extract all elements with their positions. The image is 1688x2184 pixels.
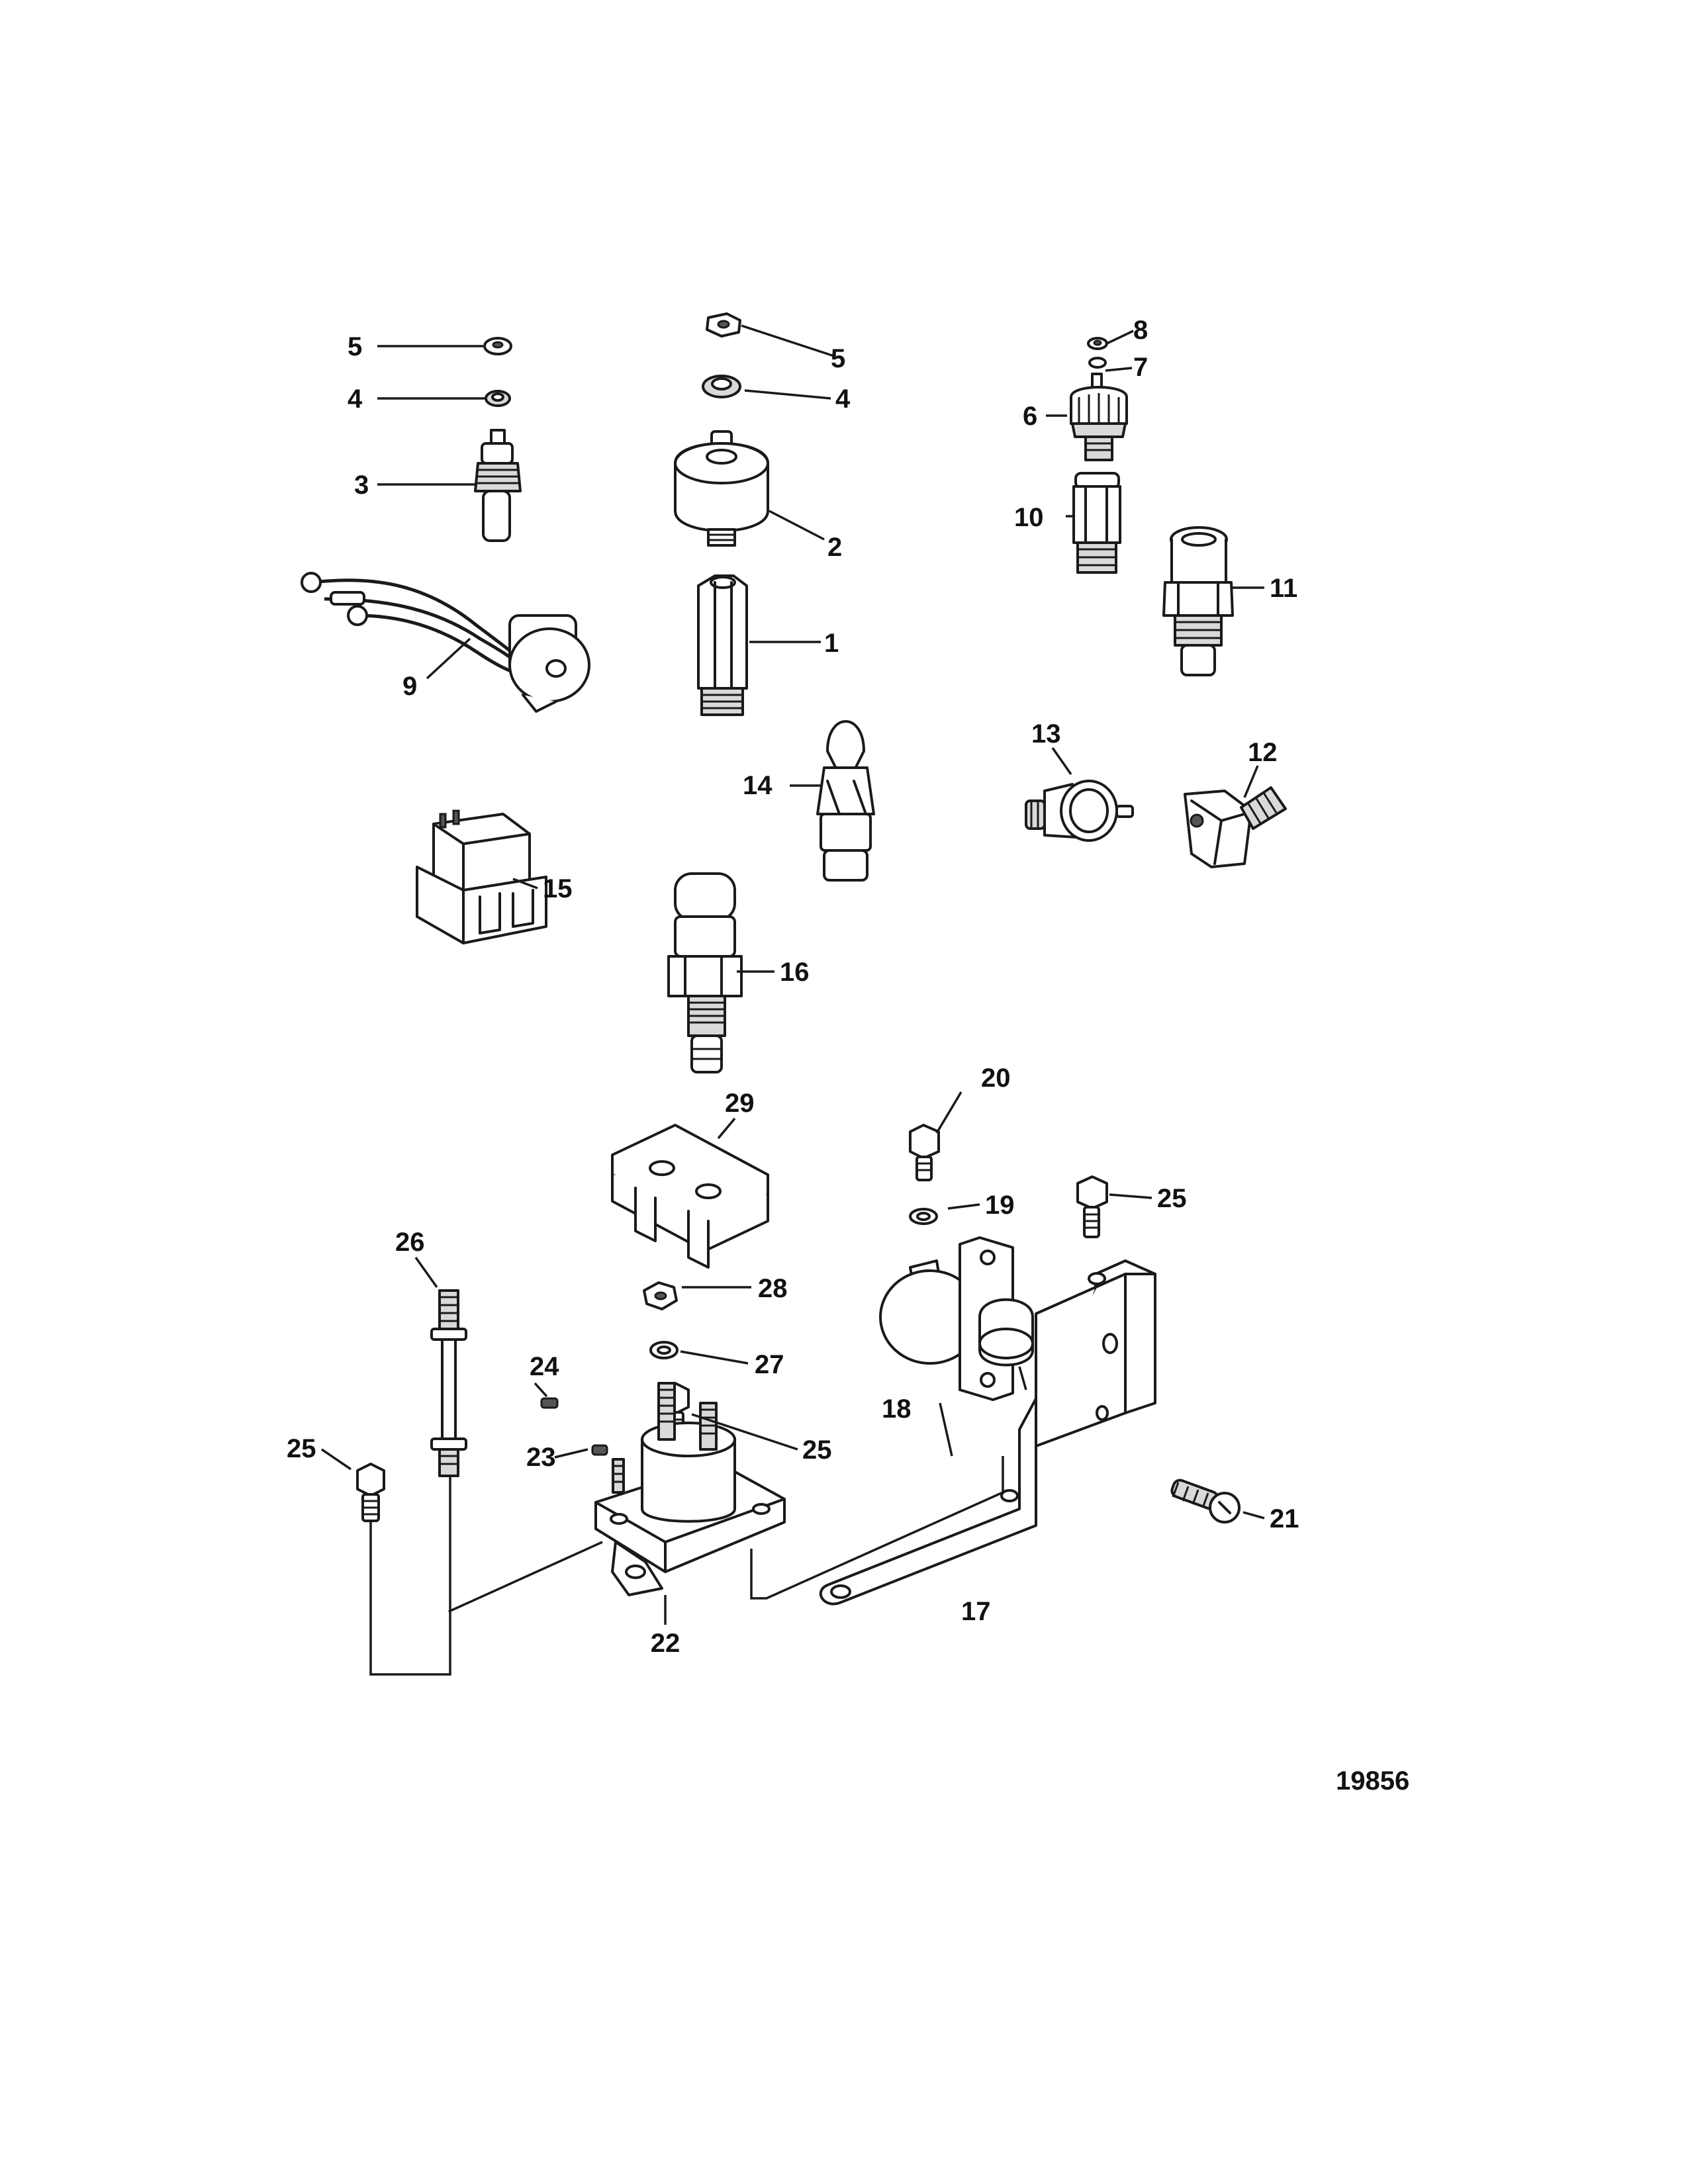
part-7-washer-small bbox=[1088, 357, 1107, 369]
part-5-nut-middle bbox=[706, 312, 741, 338]
part-5-nut-left bbox=[483, 337, 512, 355]
part-1-adapter-fitting bbox=[697, 574, 748, 716]
callout-16: 16 bbox=[780, 958, 810, 987]
part-13-knock-sensor bbox=[1025, 780, 1134, 842]
leader-lines bbox=[321, 324, 1265, 1625]
assembly-line-right bbox=[750, 1456, 1004, 1600]
callout-9: 9 bbox=[402, 672, 417, 701]
callout-5-left: 5 bbox=[348, 332, 362, 361]
callout-5-middle: 5 bbox=[831, 344, 845, 373]
callout-2: 2 bbox=[827, 533, 842, 562]
callout-7: 7 bbox=[1133, 353, 1148, 382]
callout-18: 18 bbox=[882, 1394, 912, 1424]
part-20-screw bbox=[909, 1124, 940, 1181]
callout-10: 10 bbox=[1014, 503, 1044, 532]
part-3-temperature-sender bbox=[474, 429, 522, 542]
callout-4-left: 4 bbox=[348, 385, 363, 414]
part-24-setscrew bbox=[540, 1397, 559, 1409]
part-26-stud bbox=[430, 1289, 467, 1477]
callout-21: 21 bbox=[1270, 1504, 1299, 1533]
callout-1: 1 bbox=[824, 629, 839, 658]
callout-13: 13 bbox=[1031, 719, 1061, 749]
callout-22: 22 bbox=[651, 1629, 680, 1658]
part-19-lock-washer bbox=[909, 1208, 938, 1225]
callout-6: 6 bbox=[1023, 402, 1037, 431]
part-27-lock-washer bbox=[649, 1341, 679, 1359]
part-18-circuit-breaker bbox=[879, 1236, 1034, 1401]
callout-8: 8 bbox=[1133, 316, 1148, 345]
part-12-elbow-fitting bbox=[1184, 786, 1287, 868]
callout-23: 23 bbox=[526, 1443, 556, 1472]
part-16-temperature-switch bbox=[667, 872, 743, 1073]
part-10-adapter-fitting bbox=[1072, 472, 1121, 574]
part-22-starter-solenoid bbox=[594, 1382, 786, 1596]
part-28-nut bbox=[643, 1281, 678, 1310]
assembly-line-left bbox=[369, 1476, 603, 1676]
callout-24: 24 bbox=[530, 1352, 559, 1381]
part-17-mounting-bracket bbox=[819, 1259, 1156, 1606]
part-9-wiring-harness-sensor bbox=[301, 572, 590, 713]
callout-25-left: 25 bbox=[287, 1434, 316, 1463]
callout-15: 15 bbox=[543, 874, 573, 903]
part-29-terminal-cover bbox=[611, 1124, 769, 1269]
part-8-nut-small bbox=[1087, 337, 1108, 350]
callout-19: 19 bbox=[985, 1191, 1015, 1220]
callout-25-right: 25 bbox=[1157, 1184, 1187, 1213]
callout-29: 29 bbox=[725, 1089, 755, 1118]
callout-4-middle: 4 bbox=[835, 385, 851, 414]
callout-25-middle: 25 bbox=[802, 1435, 832, 1465]
part-15-relay bbox=[416, 809, 547, 944]
part-6-pressure-switch bbox=[1070, 373, 1128, 461]
part-23-setscrew bbox=[591, 1444, 608, 1456]
part-25-bolt-left bbox=[356, 1463, 385, 1522]
callout-17: 17 bbox=[961, 1597, 991, 1626]
callout-12: 12 bbox=[1248, 738, 1278, 767]
callout-20: 20 bbox=[981, 1064, 1011, 1093]
callout-26: 26 bbox=[395, 1228, 425, 1257]
callout-27: 27 bbox=[755, 1350, 784, 1379]
part-14-connector-plug bbox=[816, 720, 875, 882]
part-4-washer-middle bbox=[702, 375, 741, 398]
part-11-pressure-sender bbox=[1162, 526, 1234, 676]
part-4-washer-left bbox=[485, 390, 511, 407]
part-2-oil-pressure-sender bbox=[674, 430, 769, 547]
callout-28: 28 bbox=[758, 1274, 788, 1303]
callout-3: 3 bbox=[354, 471, 369, 500]
part-25-bolt-right bbox=[1076, 1175, 1108, 1238]
figure-id-label: 19856 bbox=[1336, 1766, 1409, 1796]
callout-14: 14 bbox=[743, 771, 773, 800]
callout-11: 11 bbox=[1270, 574, 1297, 603]
part-21-screw bbox=[1170, 1479, 1241, 1524]
